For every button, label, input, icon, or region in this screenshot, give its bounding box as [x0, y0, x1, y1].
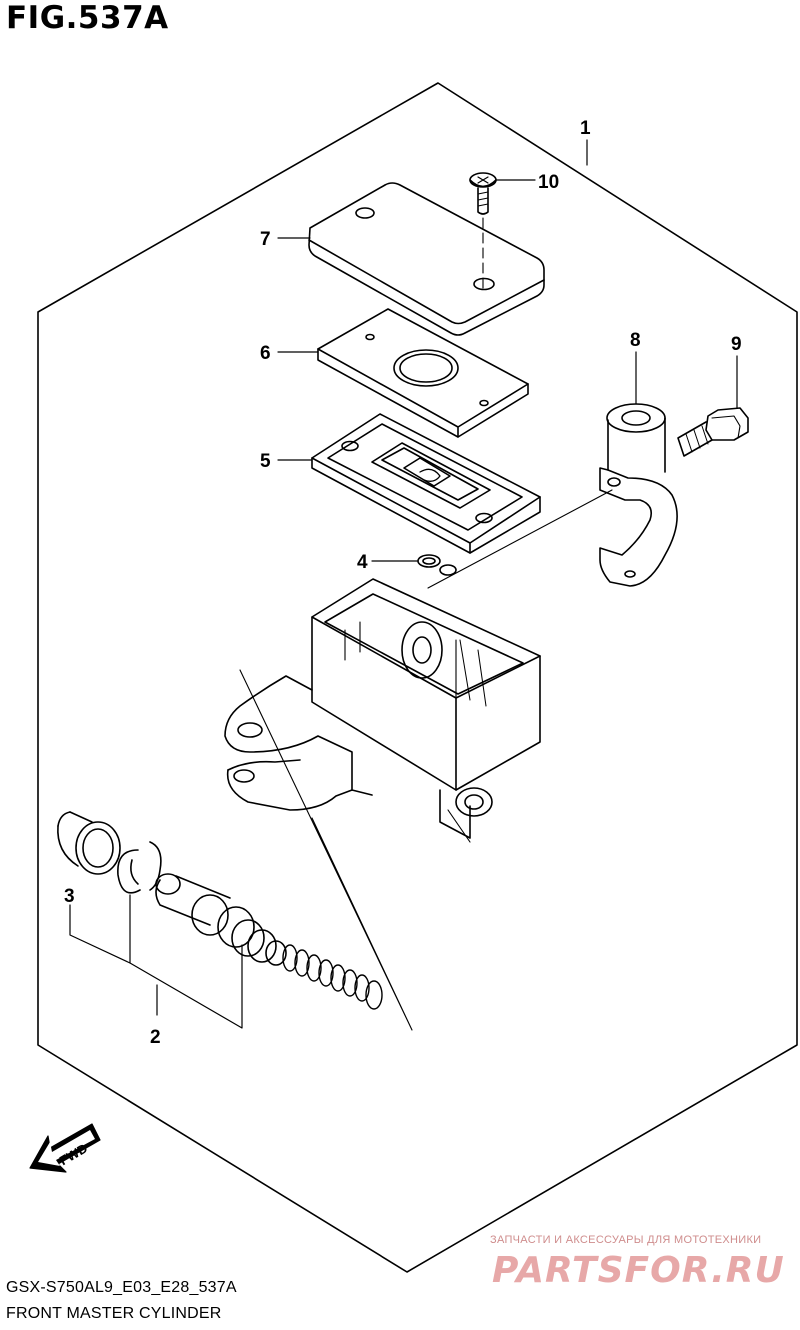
- model-code: GSX-S750AL9_E03_E28_537A: [6, 1279, 237, 1296]
- part-2-piston: [155, 873, 287, 966]
- part-7-cap: [308, 182, 545, 336]
- master-cylinder-body: [224, 578, 541, 843]
- piston-axis-lines: [239, 669, 413, 1031]
- assembly-boundary: [37, 82, 798, 1273]
- part-10-screw: [469, 172, 497, 215]
- callout-1: 1: [580, 118, 591, 139]
- callout-3: 3: [64, 886, 75, 907]
- callout-9: 9: [731, 334, 742, 355]
- part-9-bolt: [677, 407, 749, 457]
- part-8-clamp: [599, 403, 678, 587]
- callout-8: 8: [630, 330, 641, 351]
- watermark-tagline: ЗАПЧАСТИ И АКСЕССУАРЫ ДЛЯ МОТОТЕХНИКИ: [490, 1234, 762, 1246]
- callout-7: 7: [260, 229, 271, 250]
- spring: [282, 944, 383, 1010]
- callout-10: 10: [538, 172, 559, 193]
- callout-2: 2: [150, 1027, 161, 1048]
- circlip: [117, 841, 162, 894]
- fwd-arrow-icon: FWD: [29, 1123, 101, 1173]
- part-6-plate: [317, 308, 529, 438]
- callout-5: 5: [260, 451, 271, 472]
- leader-lines: [69, 139, 738, 1029]
- part-5-diaphragm: [311, 413, 541, 554]
- watermark-logo: PARTSFOR.RU: [492, 1250, 785, 1291]
- part-4-clip: [417, 554, 457, 576]
- clamp-axis-line: [427, 489, 613, 589]
- assembly-name: FRONT MASTER CYLINDER: [6, 1305, 222, 1322]
- callout-6: 6: [260, 343, 271, 364]
- callout-4: 4: [357, 552, 368, 573]
- part-3-boot: [57, 811, 121, 875]
- figure-title: FIG.537A: [6, 0, 169, 36]
